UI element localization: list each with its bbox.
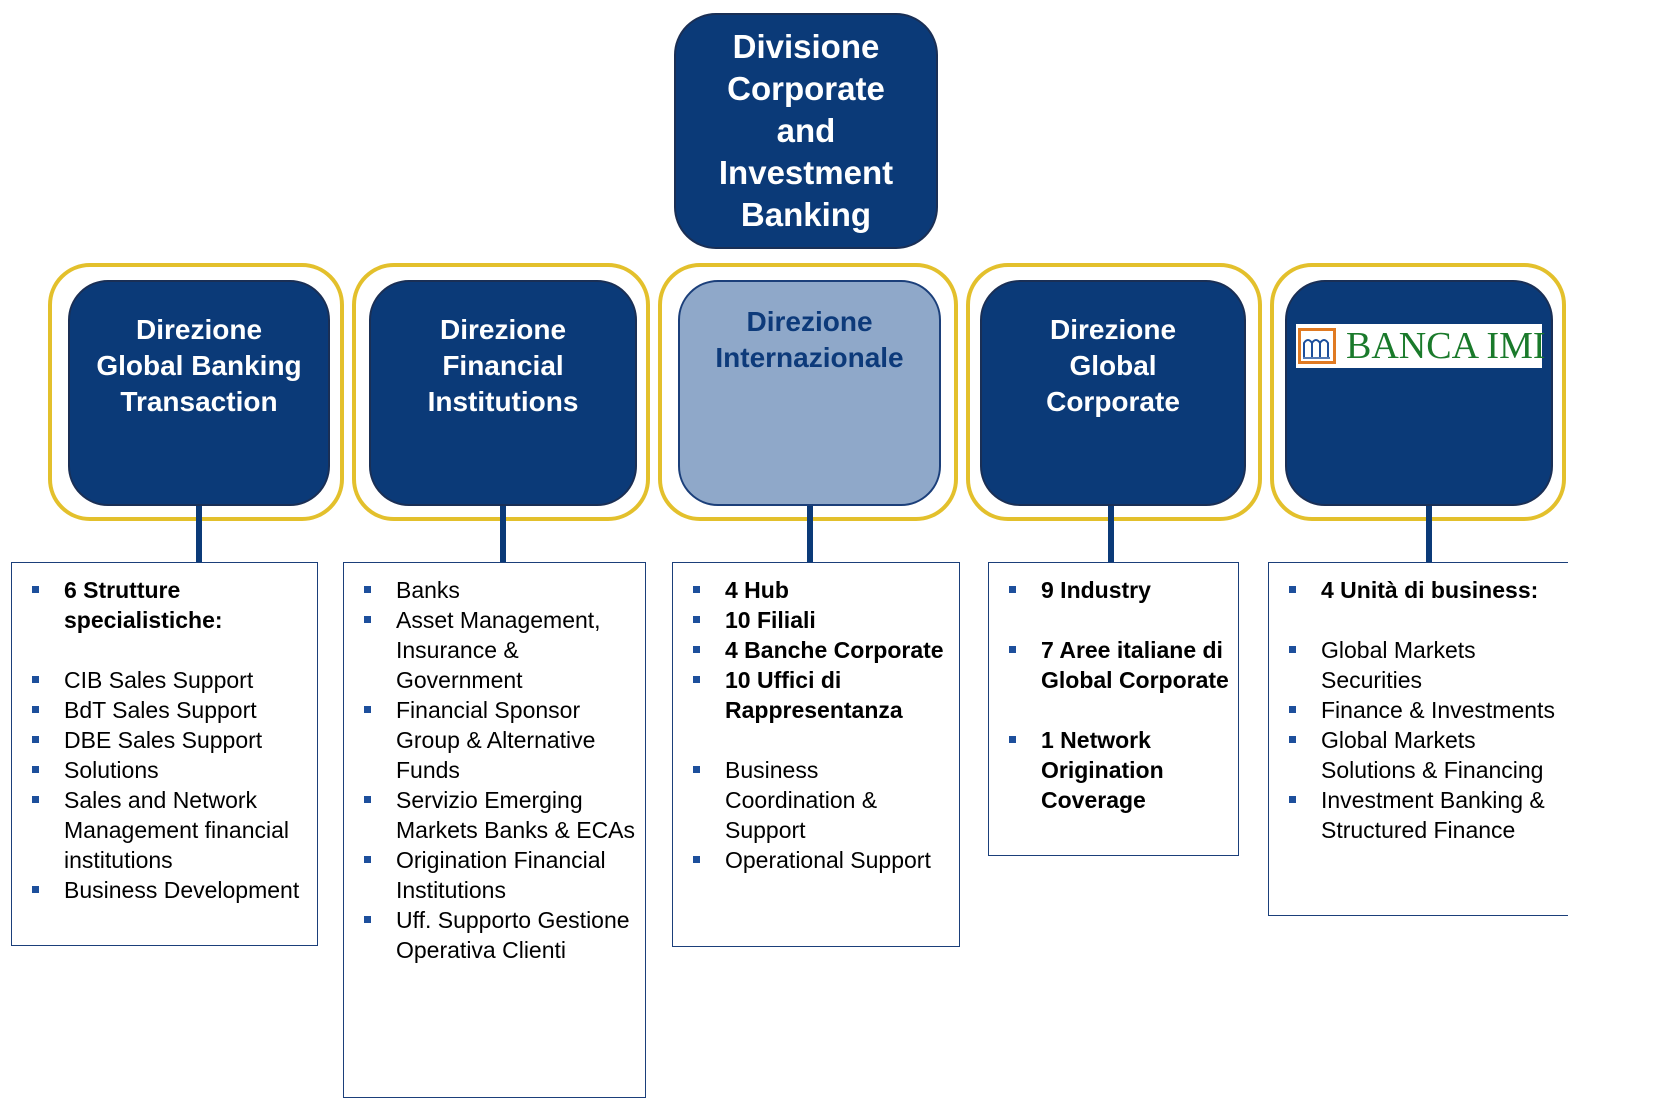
list-item: Business Coordination & Support [687,755,953,845]
box-title-line: Financial [442,350,564,381]
division-title-line: and [776,112,836,149]
list-item: 4 Unità di business: [1283,575,1562,605]
square-bullet-icon [693,616,700,623]
list-internazionale: 4 Hub 10 Filiali 4 Banche Corporate 10 U… [672,562,960,947]
list-item: 4 Banche Corporate [687,635,953,665]
list-item: Servizio Emerging Markets Banks & ECAs [358,785,639,845]
connector-line [807,506,813,562]
list-global-banking: 6 Strutture specialistiche: CIB Sales Su… [11,562,318,946]
square-bullet-icon [32,676,39,683]
box-title-line: Direzione [746,306,873,337]
square-bullet-icon [693,766,700,773]
square-bullet-icon [1009,646,1016,653]
square-bullet-icon [693,586,700,593]
box-title-line: Global Banking [96,350,302,381]
square-bullet-icon [1289,646,1296,653]
square-bullet-icon [1009,586,1016,593]
list-item: Global Markets Securities [1283,635,1562,695]
square-bullet-icon [32,796,39,803]
square-bullet-icon [364,916,371,923]
box-banca-imi [1285,280,1553,506]
box-title-line: Internazionale [715,342,904,373]
square-bullet-icon [1289,706,1296,713]
list-spacer [1003,605,1232,635]
list-item: 7 Aree italiane di Global Corporate [1003,635,1232,695]
list-item: Financial Sponsor Group & Alternative Fu… [358,695,639,785]
list-spacer [687,725,953,755]
connector-line [500,506,506,562]
box-title-line: Global [1069,350,1157,381]
division-title-line: Divisione [732,28,880,65]
banca-imi-logo: BANCA IMI [1296,324,1546,368]
division-title-line: Corporate [727,70,885,107]
list-spacer [1283,605,1562,635]
connector-line [1108,506,1114,562]
square-bullet-icon [693,856,700,863]
division-title-line: Investment [718,154,894,191]
connector-line [1426,506,1432,562]
box-title-line: Transaction [120,386,278,417]
list-item: BdT Sales Support [26,695,311,725]
banca-imi-logo-text: BANCA IMI [1346,325,1546,367]
box-title-line: Direzione [439,314,567,345]
list-banca-imi: 4 Unità di business: Global Markets Secu… [1268,562,1568,916]
square-bullet-icon [32,886,39,893]
box-financial-institutions: Direzione Financial Institutions [369,280,637,506]
list-item: Origination Financial Institutions [358,845,639,905]
list-item: 9 Industry [1003,575,1232,605]
square-bullet-icon [693,646,700,653]
square-bullet-icon [1289,586,1296,593]
square-bullet-icon [364,616,371,623]
list-item: Solutions [26,755,311,785]
list-item: Asset Management, Insurance & Government [358,605,639,695]
square-bullet-icon [364,586,371,593]
list-item: 10 Uffici di Rappresentanza [687,665,953,725]
division-title-box: Divisione Corporate and Investment Banki… [674,13,938,249]
list-item: Sales and Network Management financial i… [26,785,311,875]
box-title-line: Direzione [135,314,263,345]
banca-imi-logo-icon [1298,328,1336,364]
list-item: Investment Banking & Structured Finance [1283,785,1562,845]
list-global-corporate: 9 Industry 7 Aree italiane di Global Cor… [988,562,1239,856]
square-bullet-icon [32,736,39,743]
square-bullet-icon [364,796,371,803]
list-item: Banks [358,575,639,605]
list-item: 6 Strutture specialistiche: [26,575,311,635]
square-bullet-icon [1289,736,1296,743]
list-item: Finance & Investments [1283,695,1562,725]
list-item: 10 Filiali [687,605,953,635]
box-title-line: Direzione [1049,314,1177,345]
list-item: CIB Sales Support [26,665,311,695]
list-item: Business Development [26,875,311,905]
box-global-banking-transaction: Direzione Global Banking Transaction [68,280,330,506]
square-bullet-icon [364,856,371,863]
list-item: Uff. Supporto Gestione Operativa Clienti [358,905,639,965]
square-bullet-icon [32,706,39,713]
list-item: 4 Hub [687,575,953,605]
square-bullet-icon [1009,736,1016,743]
list-item: 1 Network Origination Coverage [1003,725,1232,815]
box-title-line: Corporate [1046,386,1180,417]
square-bullet-icon [32,766,39,773]
square-bullet-icon [693,676,700,683]
list-item: Operational Support [687,845,953,875]
list-item: DBE Sales Support [26,725,311,755]
list-item: Global Markets Solutions & Financing [1283,725,1562,785]
box-internazionale: Direzione Internazionale [678,280,941,506]
list-spacer [1003,695,1232,725]
box-global-corporate: Direzione Global Corporate [980,280,1246,506]
connector-line [196,506,202,562]
square-bullet-icon [32,586,39,593]
list-financial-institutions: Banks Asset Management, Insurance & Gove… [343,562,646,1098]
square-bullet-icon [1289,796,1296,803]
box-title-line: Institutions [427,386,579,417]
division-title-line: Banking [740,196,872,233]
list-spacer [26,635,311,665]
square-bullet-icon [364,706,371,713]
